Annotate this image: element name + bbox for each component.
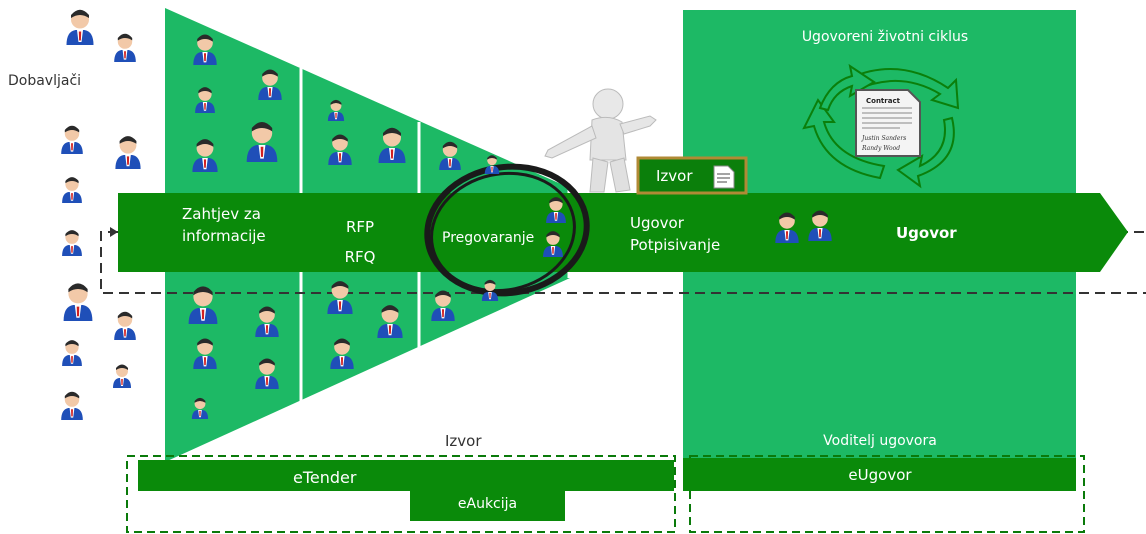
contract-label: Ugovor: [896, 224, 957, 242]
contract-doc-signature-1: Justin Sanders: [860, 135, 906, 142]
contract-sign-label-line1: Ugovor: [630, 214, 684, 232]
feedback-loop-dashed: [100, 231, 1146, 294]
rfq-label: RFQ: [344, 248, 376, 266]
presenter-figure-icon: [544, 88, 657, 193]
process-arrow: [118, 193, 1128, 272]
rfi-label-line1: Zahtjev za: [182, 205, 261, 223]
document-icon: [713, 165, 735, 189]
etender-bar: [138, 460, 674, 491]
eauction-label: eAukcija: [457, 496, 518, 512]
suppliers-label: Dobavljači: [8, 73, 82, 89]
source-badge-label: Izvor: [656, 167, 693, 185]
negotiation-label: Pregovaranje: [442, 230, 535, 246]
econtract-system-dashed-box: [689, 455, 1085, 533]
lifecycle-title: Ugovoreni životni ciklus: [801, 29, 969, 45]
contract-manager-label: Voditelj ugovora: [823, 433, 937, 449]
contract-document-icon: Contract Justin Sanders Randy Wood: [855, 89, 921, 157]
rfp-label: RFP: [345, 218, 375, 236]
eauction-bar: [410, 486, 565, 521]
etender-system-dashed-box: [126, 455, 676, 533]
etender-label: eTender: [293, 468, 357, 487]
contract-sign-label-line2: Potpisivanje: [630, 236, 721, 254]
econtract-label: eUgovor: [848, 466, 912, 484]
source-bottom-label: Izvor: [445, 432, 482, 450]
contract-doc-title: Contract: [866, 97, 901, 105]
econtract-bar: [683, 458, 1076, 491]
negotiation-highlight-circle: [424, 163, 590, 297]
rfi-label-line2: informacije: [182, 227, 266, 245]
contract-doc-signature-2: Randy Wood: [861, 145, 900, 152]
lifecycle-cycle-icon: [802, 63, 960, 189]
